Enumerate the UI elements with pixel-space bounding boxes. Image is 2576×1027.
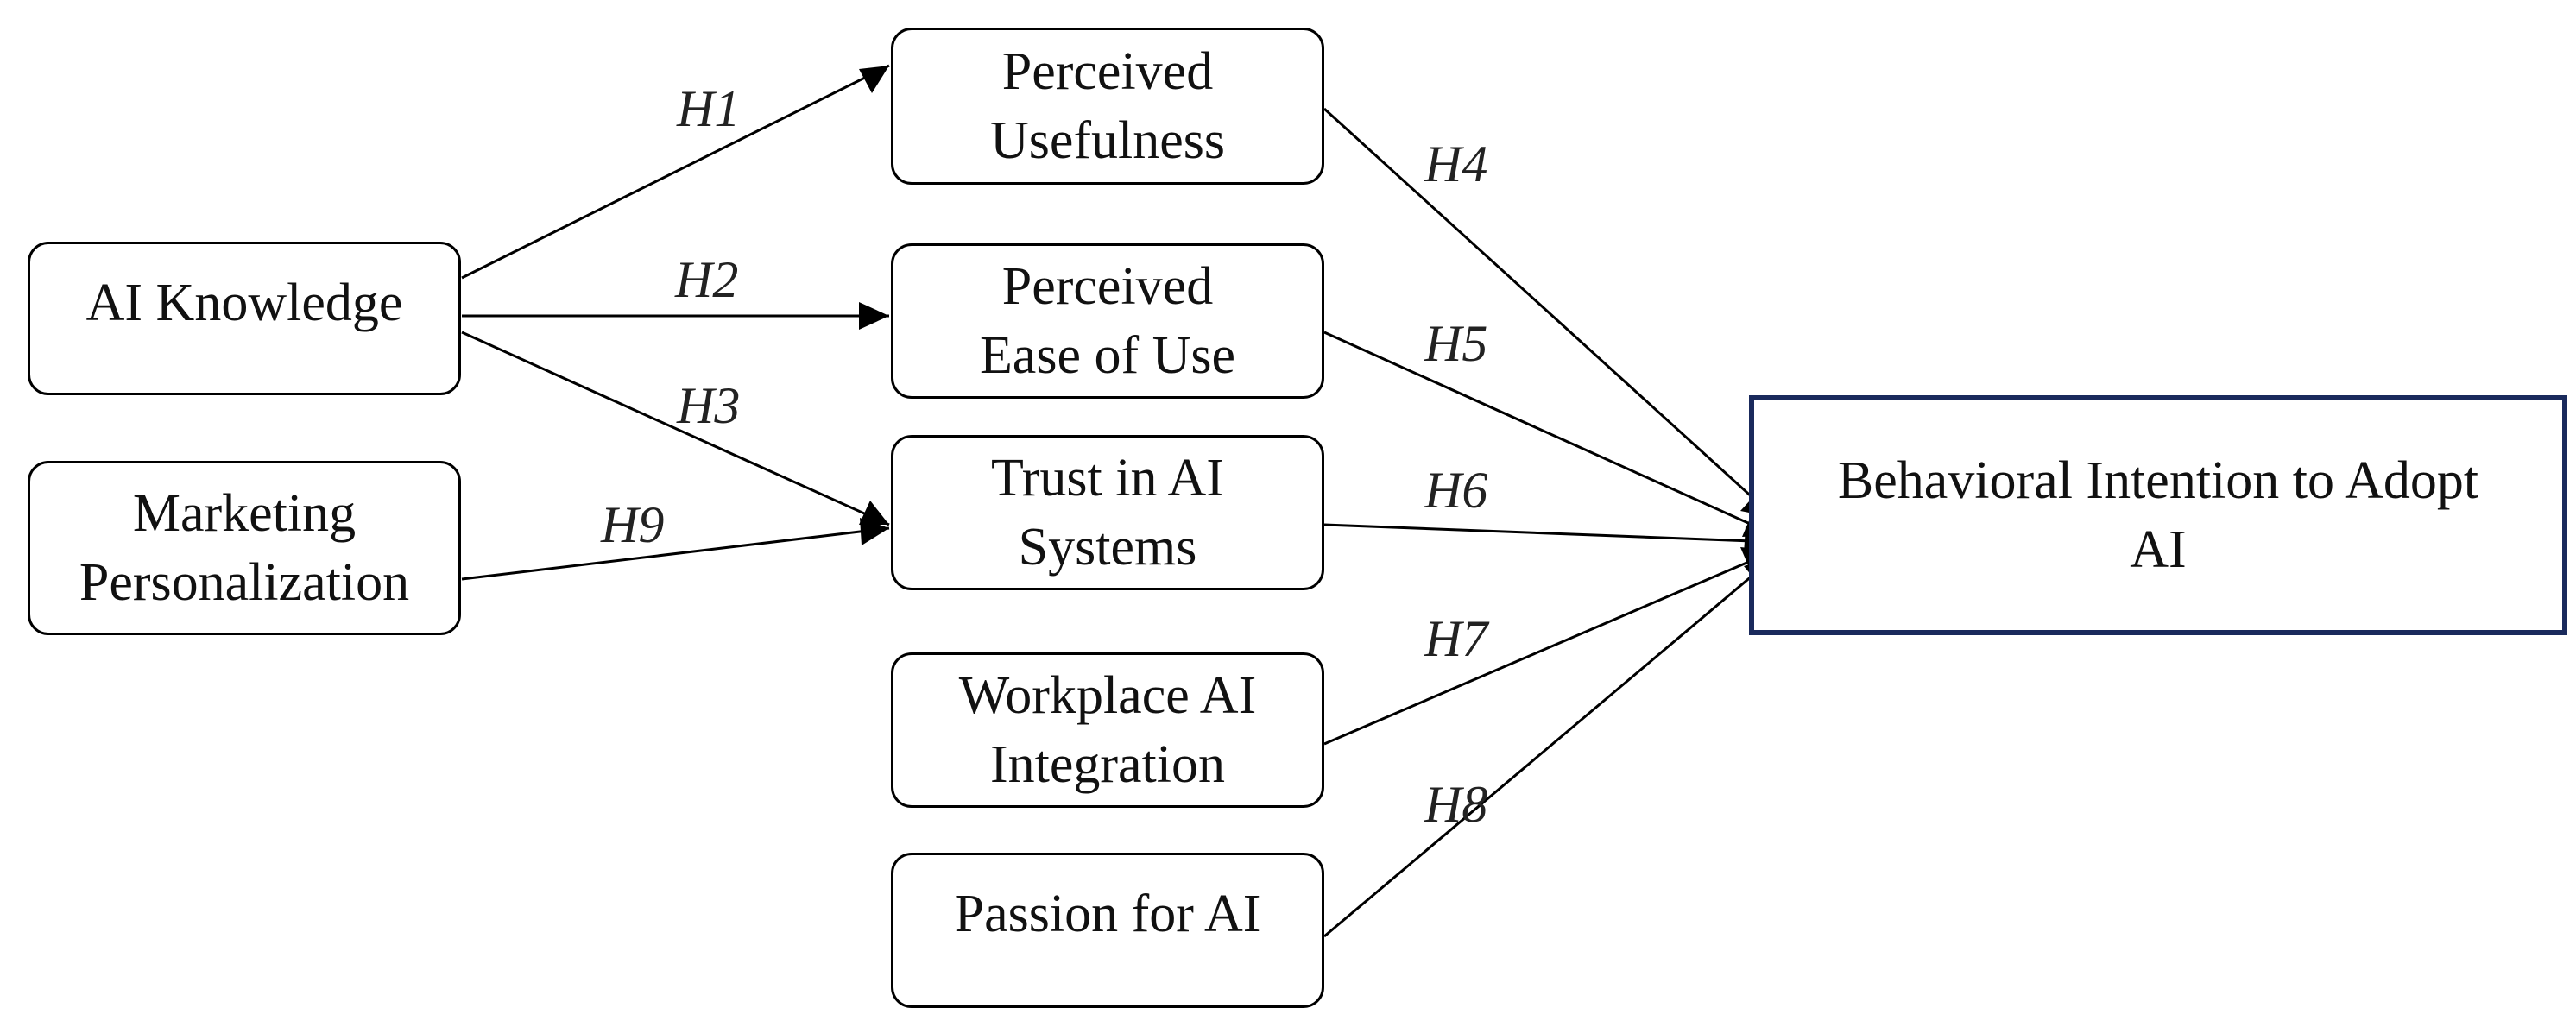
- node-workplace-ai-integration-label: Workplace AI Integration: [958, 666, 1257, 794]
- edge-label-h6: H6: [1424, 462, 1488, 519]
- edge-h6: [1323, 523, 1776, 544]
- node-marketing-personalization: Marketing Personalization: [28, 461, 461, 635]
- edge-h4: [1323, 107, 1777, 520]
- node-perceived-usefulness-label: Perceived Usefulness: [989, 42, 1226, 170]
- edge-h1: [461, 64, 890, 280]
- edge-h1-arrow: [859, 66, 889, 93]
- node-trust-in-ai-systems: Trust in AI Systems: [891, 435, 1324, 590]
- node-ai-knowledge: AI Knowledge: [28, 242, 461, 395]
- edge-h9-arrow: [860, 518, 889, 545]
- node-perceived-ease-of-use: Perceived Ease of Use: [891, 243, 1324, 399]
- node-perceived-usefulness: Perceived Usefulness: [891, 28, 1324, 185]
- node-trust-in-ai-systems-label: Trust in AI Systems: [991, 449, 1224, 577]
- node-behavioral-intention: Behavioral Intention to Adopt AI: [1749, 395, 2567, 635]
- edge-h3-arrow: [859, 501, 889, 525]
- edge-label-h5: H5: [1424, 315, 1488, 372]
- edge-h5: [1323, 331, 1776, 537]
- node-passion-for-ai: Passion for AI: [891, 853, 1324, 1008]
- node-perceived-ease-of-use-label: Perceived Ease of Use: [979, 257, 1236, 385]
- node-marketing-personalization-label: Marketing Personalization: [79, 484, 410, 612]
- edge-label-h2: H2: [675, 251, 739, 308]
- edge-h3: [461, 331, 890, 526]
- edge-label-h7: H7: [1424, 610, 1488, 667]
- edge-h9: [461, 526, 890, 581]
- edge-label-h4: H4: [1424, 135, 1488, 192]
- node-behavioral-intention-label: Behavioral Intention to Adopt AI: [1837, 451, 2479, 579]
- edge-h7: [1323, 549, 1776, 746]
- edge-h8: [1323, 555, 1776, 938]
- edge-label-h1: H1: [677, 80, 741, 137]
- node-workplace-ai-integration: Workplace AI Integration: [891, 652, 1324, 808]
- edge-label-h3: H3: [677, 377, 741, 434]
- node-passion-for-ai-label: Passion for AI: [954, 885, 1261, 943]
- edge-label-h9: H9: [601, 496, 665, 553]
- edge-label-h8: H8: [1424, 776, 1488, 833]
- node-ai-knowledge-label: AI Knowledge: [85, 274, 403, 332]
- edge-h2-arrow: [859, 302, 889, 330]
